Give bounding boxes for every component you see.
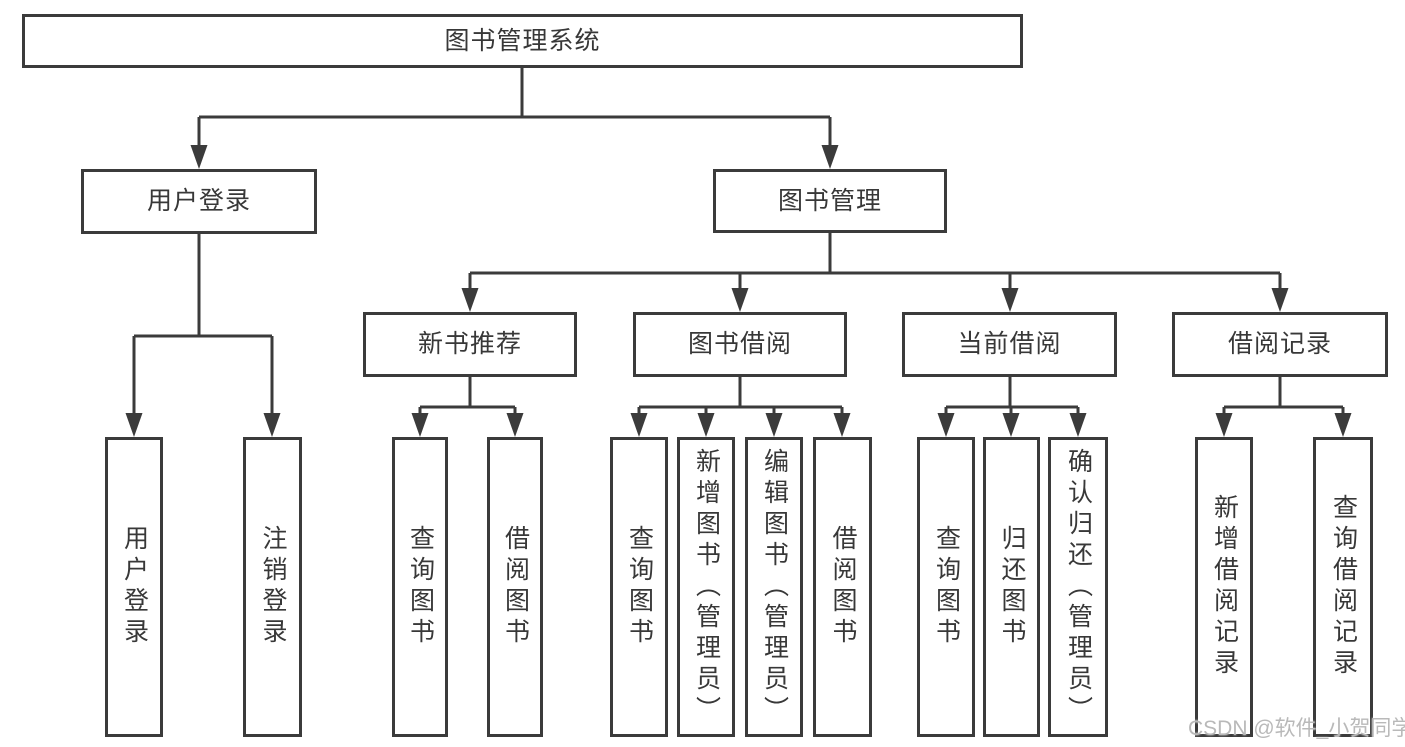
leaf-query-books-borrow-label: 查询图书 — [625, 525, 654, 649]
leaf-query-borrow-record: 查询借阅记录 — [1313, 437, 1373, 737]
node-user-login: 用户登录 — [81, 169, 317, 234]
node-current-borrowing: 当前借阅 — [902, 312, 1117, 377]
node-book-borrowing-label: 图书借阅 — [687, 330, 792, 358]
leaf-borrow-books-label: 借阅图书 — [829, 525, 857, 649]
leaf-return-books-label: 归还图书 — [998, 525, 1026, 649]
leaf-edit-books-admin: 编辑图书（管理员） — [745, 437, 803, 737]
leaf-query-borrow-record-label: 查询借阅记录 — [1329, 494, 1358, 680]
node-book-borrowing: 图书借阅 — [633, 312, 847, 377]
leaf-query-books-borrow: 查询图书 — [610, 437, 668, 737]
node-current-borrowing-label: 当前借阅 — [957, 330, 1062, 358]
node-library-system: 图书管理系统 — [22, 14, 1023, 68]
leaf-edit-books-admin-label: 编辑图书（管理员） — [760, 447, 789, 727]
node-user-login-label: 用户登录 — [146, 187, 251, 215]
leaf-borrow-books-recommend: 借阅图书 — [487, 437, 543, 737]
node-book-management-label: 图书管理 — [777, 186, 882, 215]
node-borrowing-records-label: 借阅记录 — [1227, 330, 1332, 358]
leaf-query-books-recommend: 查询图书 — [392, 437, 448, 737]
leaf-query-books-current-label: 查询图书 — [932, 525, 961, 649]
leaf-query-books-current: 查询图书 — [917, 437, 975, 737]
leaf-logout: 注销登录 — [243, 437, 302, 737]
leaf-borrow-books: 借阅图书 — [813, 437, 872, 737]
leaf-query-books-recommend-label: 查询图书 — [406, 525, 435, 649]
leaf-confirm-return-admin-label: 确认归还（管理员） — [1064, 447, 1093, 727]
node-borrowing-records: 借阅记录 — [1172, 312, 1388, 377]
leaf-user-login-label: 用户登录 — [120, 525, 149, 649]
leaf-add-books-admin: 新增图书（管理员） — [677, 437, 735, 737]
leaf-user-login: 用户登录 — [105, 437, 163, 737]
node-new-book-recommend-label: 新书推荐 — [417, 330, 522, 358]
leaf-borrow-books-recommend-label: 借阅图书 — [501, 525, 530, 649]
leaf-add-books-admin-label: 新增图书（管理员） — [692, 447, 721, 727]
leaf-logout-label: 注销登录 — [259, 525, 287, 649]
leaf-add-borrow-record-label: 新增借阅记录 — [1210, 494, 1239, 680]
csdn-watermark: CSDN @软件_小贺同学 — [1188, 717, 1405, 740]
leaf-add-borrow-record: 新增借阅记录 — [1195, 437, 1253, 737]
node-new-book-recommend: 新书推荐 — [363, 312, 577, 377]
node-book-management: 图书管理 — [713, 169, 947, 233]
leaf-confirm-return-admin: 确认归还（管理员） — [1048, 437, 1108, 737]
leaf-return-books: 归还图书 — [983, 437, 1040, 737]
node-library-system-label: 图书管理系统 — [444, 26, 601, 55]
